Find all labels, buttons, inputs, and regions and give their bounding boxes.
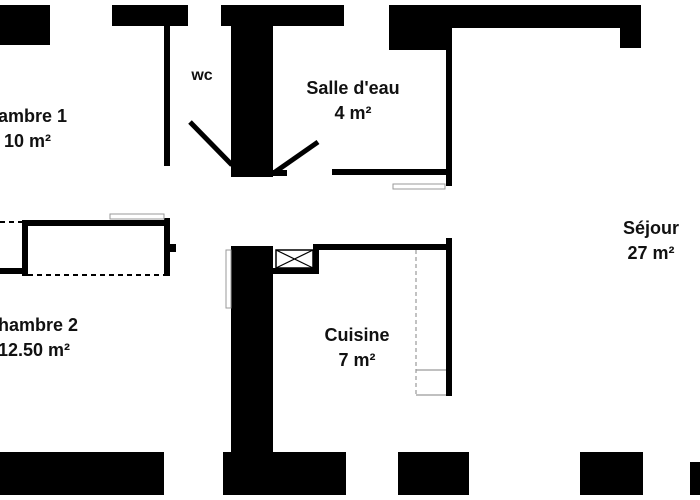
wall-kitchen-right bbox=[446, 238, 452, 396]
label-chambre1-name: ambre 1 bbox=[0, 106, 67, 126]
label-cuisine-area: 7 m² bbox=[338, 350, 375, 370]
wall-top-right-return bbox=[620, 5, 641, 48]
wall-chambre-right-nub bbox=[170, 244, 176, 252]
label-salle-name: Salle d'eau bbox=[306, 78, 399, 98]
wall-kitchen-top-left bbox=[273, 268, 319, 274]
wall-chambre-right-stub bbox=[164, 218, 170, 276]
chambre2-window bbox=[109, 213, 165, 220]
wc-door-right bbox=[273, 139, 320, 175]
wall-top-center bbox=[221, 5, 344, 26]
wc-door-left bbox=[188, 120, 234, 167]
label-wc: wc bbox=[190, 67, 212, 84]
wall-salle-bottom bbox=[332, 169, 446, 175]
label-salle-area: 4 m² bbox=[334, 103, 371, 123]
shaft-x-mark bbox=[275, 249, 314, 269]
wall-salle-sejour bbox=[446, 28, 452, 186]
wall-central-upper bbox=[231, 24, 273, 177]
wall-top-center-left bbox=[112, 5, 188, 26]
wall-kitchen-top bbox=[313, 244, 452, 250]
wall-bottom-corner bbox=[690, 462, 700, 495]
label-cuisine-name: Cuisine bbox=[324, 325, 389, 345]
closet-left-wall bbox=[22, 220, 28, 276]
wall-salle-left-top bbox=[389, 5, 452, 50]
salle-door-sill bbox=[392, 183, 446, 190]
wall-kitchen-top-step bbox=[313, 244, 319, 274]
wall-central-stub bbox=[273, 170, 287, 176]
label-sejour-name: Séjour bbox=[623, 218, 679, 238]
label-chambre2-name: hambre 2 bbox=[0, 315, 78, 335]
label-chambre1-area: 10 m² bbox=[4, 131, 51, 151]
wall-central-lower bbox=[231, 246, 273, 466]
label-sejour-area: 27 m² bbox=[627, 243, 674, 263]
wall-chambre-top bbox=[22, 220, 170, 226]
wall-top-left bbox=[0, 5, 50, 45]
kitchen-door-sill bbox=[225, 249, 232, 309]
wall-bottom-center-right bbox=[398, 452, 469, 495]
kitchen-counter bbox=[415, 250, 446, 396]
wall-bottom-left bbox=[0, 452, 164, 495]
wall-chambre1-wc bbox=[164, 24, 170, 166]
label-chambre2-area: 12.50 m² bbox=[0, 340, 70, 360]
closet-outer-left bbox=[0, 268, 28, 274]
wall-bottom-center-left bbox=[223, 452, 346, 495]
wall-bottom-right bbox=[580, 452, 643, 495]
